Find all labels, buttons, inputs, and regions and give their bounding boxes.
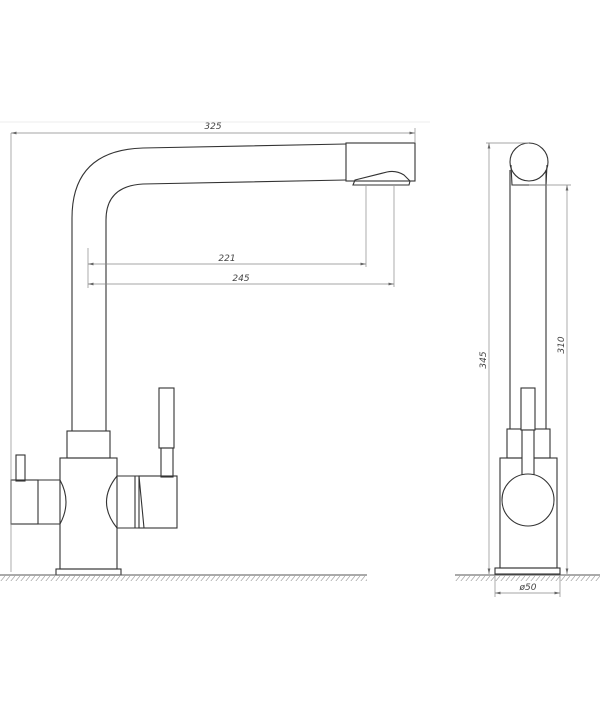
spout-outer: [71, 143, 347, 431]
left-connector: [38, 479, 67, 525]
lever-stem-side: [521, 429, 535, 476]
dim-label-d50: ø50: [519, 583, 537, 593]
dim-label-245: 245: [232, 274, 249, 284]
right-connector: [105, 475, 136, 529]
dim-label-345: 345: [479, 351, 489, 368]
handle-circle: [501, 473, 555, 527]
front-view: 325 221 245: [0, 122, 416, 581]
aerator: [352, 170, 411, 186]
right-lever-stem: [160, 447, 174, 478]
dim-label-325: 325: [204, 122, 221, 132]
spout-head: [345, 142, 416, 182]
left-handle: [10, 479, 39, 525]
base-plate: [55, 568, 122, 576]
dim-label-310: 310: [557, 336, 567, 353]
side-view: 345 310 ø50: [455, 142, 600, 597]
ground-hatch: [0, 575, 367, 581]
spout-head-circle: [509, 142, 549, 182]
right-handle: [138, 475, 178, 529]
lever-side: [520, 387, 536, 431]
collar: [66, 430, 111, 459]
ground-hatch-side: [455, 575, 600, 581]
left-lever: [15, 454, 26, 482]
right-lever: [158, 387, 175, 449]
dim-label-221: 221: [218, 254, 235, 264]
spout-inner: [105, 179, 347, 431]
base-side: [494, 567, 561, 575]
aerator-side: [510, 164, 548, 186]
